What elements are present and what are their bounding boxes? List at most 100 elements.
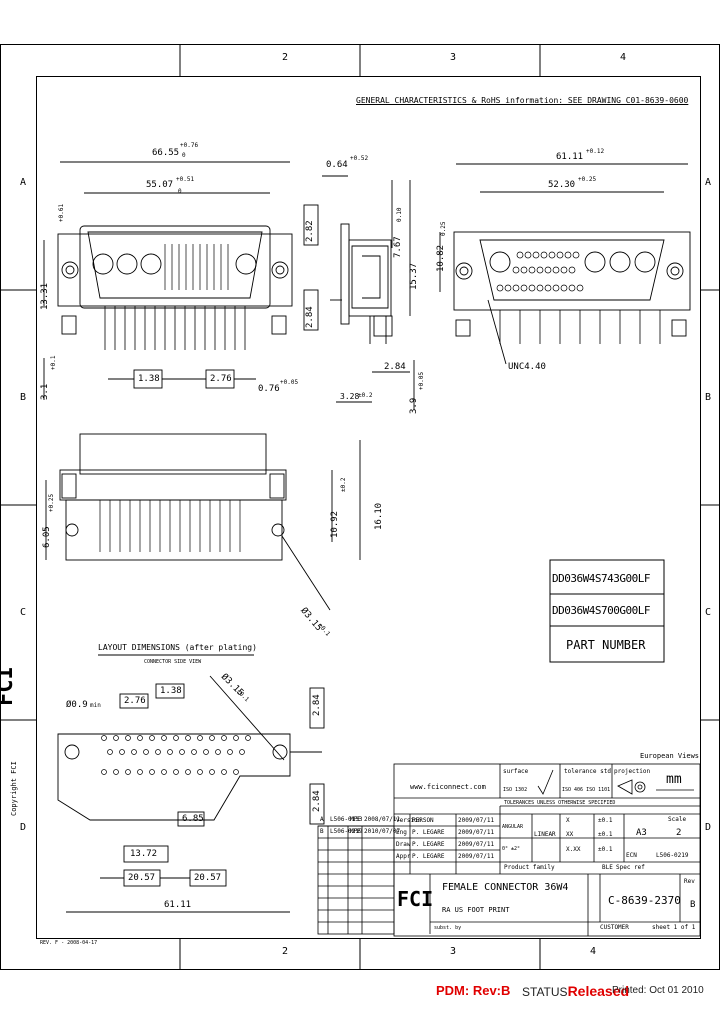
projection-label: projection: [614, 768, 651, 775]
tolerance-label: tolerance std: [564, 768, 611, 775]
side-view: [303, 175, 415, 410]
tol-61-11: +0.12: [586, 148, 605, 155]
ecn-label: ECN: [626, 852, 637, 859]
tol-55-07: +0.51: [176, 176, 195, 183]
signoff-role-3: Draw: [396, 841, 411, 848]
tol-3-28: ±0.2: [358, 392, 373, 399]
row-label-right-a: A: [705, 177, 712, 188]
drawing-title-1: FEMALE CONNECTOR 36W4: [442, 882, 569, 893]
sub-code: subst. by: [434, 925, 462, 931]
col-label-bottom-3: 4: [590, 946, 597, 957]
printed-date: Printed: Oct 01 2010: [612, 985, 704, 996]
fci-logo-titleblock: FCI: [397, 887, 433, 911]
tol-66-55-b: 0: [182, 152, 186, 159]
row-label-right-d: D: [705, 822, 712, 833]
tol-3-9: +0.05: [418, 371, 425, 390]
layout-subtitle: CONNECTOR SIDE VIEW: [144, 659, 202, 665]
front-view: [43, 161, 293, 400]
part-number-1: DD036W4S743G00LF: [552, 572, 650, 585]
website: www.fciconnect.com: [410, 783, 486, 791]
linear-label: LINEAR: [534, 831, 556, 838]
dim-2-84-layout-b: 2.84: [312, 790, 322, 812]
status: STATUSReleased: [522, 983, 629, 999]
surface-label: surface: [503, 768, 529, 775]
row-label-right-b: B: [705, 392, 712, 403]
tol-plus-061: +0.61: [58, 203, 65, 222]
signoff-role-1: Version: [396, 817, 422, 824]
dim-16-10: 16.10: [374, 502, 384, 530]
dim-66-55: 66.55: [152, 148, 180, 158]
dim-52-30: 52.30: [548, 180, 576, 190]
tol-55-07-b: 0: [178, 188, 182, 195]
part-number-2: DD036W4S700G00LF: [552, 604, 650, 617]
sheet-count: sheet 1 of 1: [652, 924, 696, 931]
lin-xxx-val: ±0.1: [598, 846, 613, 853]
dim-0-76: 0.76: [258, 384, 280, 394]
dim-2-76: 2.76: [210, 374, 232, 384]
svg-text:FCI: FCI: [0, 666, 18, 706]
row-label-right-c: C: [705, 607, 712, 618]
rev-a-id: L506-0133: [330, 816, 363, 823]
signoff-date-1: 2009/07/11: [458, 817, 495, 824]
ang-val: 0° ±2°: [502, 846, 521, 852]
svg-text:FCI: FCI: [397, 887, 433, 911]
signoff-name-4: P. LEGARE: [412, 853, 445, 860]
status-value: Released: [567, 983, 630, 999]
rev-label: Rev: [684, 878, 695, 885]
bottom-view: [45, 433, 361, 611]
dim-2-82: 2.82: [305, 220, 315, 242]
dim-3-1: 3.1: [40, 383, 50, 400]
part-number-header: PART NUMBER: [566, 638, 646, 652]
ecn: L506-0219: [656, 852, 689, 859]
angular-label: ANGULAR: [502, 824, 524, 830]
rev-b-id: L506-0219: [330, 828, 363, 835]
tol-52-30: +0.25: [578, 176, 597, 183]
part-number-table: [549, 559, 665, 663]
dim-2-76-layout: 2.76: [124, 696, 146, 706]
dim-1-38: 1.38: [138, 374, 160, 384]
dim-15-37: 15.37: [409, 262, 419, 290]
dim-10-82: 10.82: [436, 244, 446, 272]
dim-20-57-a: 20.57: [128, 873, 156, 883]
dim-3-9: 3.9: [409, 397, 419, 414]
lin-x-val: ±0.1: [598, 817, 613, 824]
scale: 2: [676, 828, 682, 838]
tolerance-note: TOLERANCES UNLESS OTHERWISE SPECIFIED: [504, 800, 616, 806]
product-family-label: Product family: [504, 864, 555, 871]
dim-2-84: 2.84: [305, 306, 315, 328]
dim-unc: UNC4.40: [508, 362, 546, 372]
dim-13-72: 13.72: [130, 849, 158, 859]
rev-value: B: [690, 900, 696, 910]
lin-xx: XX: [566, 831, 574, 838]
format: A3: [636, 828, 647, 838]
rev-b: B: [320, 828, 324, 835]
dim-13-31: 13.31: [40, 282, 50, 310]
copyright: Copyright FCI: [10, 761, 18, 816]
signoff-name-3: P. LEGARE: [412, 841, 445, 848]
dim-61-11: 61.11: [556, 152, 584, 162]
lin-xxx: X.XX: [566, 846, 581, 853]
dim-55-07: 55.07: [146, 180, 174, 190]
drawing-number: C-8639-2370: [608, 894, 681, 907]
tolerance-std: ISO 406 ISO 1101: [562, 787, 611, 793]
row-label-left-c: C: [20, 607, 27, 618]
col-label-top-3: 4: [620, 52, 627, 63]
surface-std: ISO 1302: [503, 787, 528, 793]
rev-b-by: MPE: [350, 828, 361, 835]
inner-border: [36, 76, 701, 939]
col-label-bottom-2: 3: [450, 946, 457, 957]
tol-0-64: +0.52: [350, 155, 369, 162]
dim-1-38-layout: 1.38: [160, 686, 182, 696]
layout-title: LAYOUT DIMENSIONS (after plating): [98, 643, 257, 652]
pdm-rev: PDM: Rev:B: [436, 983, 511, 998]
row-label-left-d: D: [20, 822, 27, 833]
product-family: BLE: [602, 864, 613, 871]
dim-0-64: 0.64: [326, 160, 348, 170]
tol-7-67: 0.10: [396, 207, 403, 222]
dim-61-11-layout: 61.11: [164, 900, 192, 910]
signoff-role-4: Appr: [396, 853, 411, 860]
customer: CUSTOMER: [600, 924, 629, 931]
dim-20-57-b: 20.57: [194, 873, 222, 883]
signoff-name-2: P. LEGARE: [412, 829, 445, 836]
